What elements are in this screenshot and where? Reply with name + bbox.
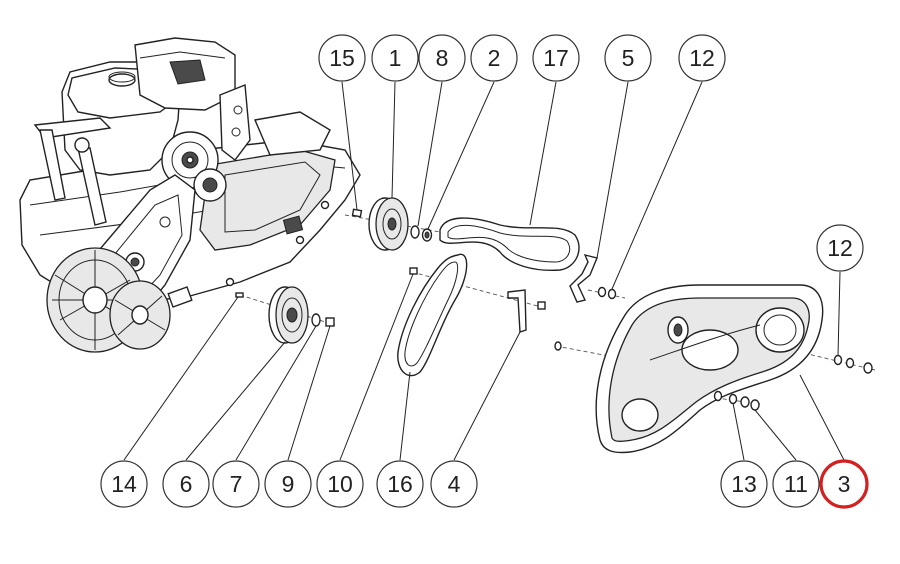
svg-text:4: 4 — [448, 471, 461, 497]
leader-lines — [123, 81, 845, 461]
part-17-upper-belt — [439, 217, 580, 272]
parts-13-11-washers — [713, 390, 760, 411]
callout-10: 10 — [316, 460, 364, 508]
parts-7-9-washer-nut — [311, 313, 335, 327]
callout-5: 5 — [604, 34, 652, 82]
svg-text:17: 17 — [543, 45, 569, 71]
part-5-belt-guide — [569, 253, 598, 303]
callout-9: 9 — [264, 460, 312, 508]
svg-text:1: 1 — [389, 45, 402, 71]
part-14-key — [235, 292, 244, 298]
part-12b-washers — [833, 354, 873, 374]
svg-text:10: 10 — [327, 471, 353, 497]
part-4-bracket — [507, 289, 546, 333]
svg-text:5: 5 — [622, 45, 635, 71]
callout-6: 6 — [162, 460, 210, 508]
callout-4: 4 — [430, 460, 478, 508]
svg-text:14: 14 — [111, 471, 137, 497]
svg-text:8: 8 — [436, 45, 449, 71]
part-16-lower-belt — [397, 253, 468, 377]
callout-17: 17 — [532, 34, 580, 82]
callout-2: 2 — [470, 34, 518, 82]
callout-1: 1 — [371, 34, 419, 82]
svg-text:12: 12 — [827, 235, 853, 261]
parts-8-2-washer-nut — [410, 225, 433, 242]
svg-text:3: 3 — [838, 471, 851, 497]
callout-15: 15 — [318, 34, 366, 82]
svg-text:12: 12 — [689, 45, 715, 71]
svg-text:11: 11 — [784, 471, 808, 497]
callout-8: 8 — [418, 34, 466, 82]
callout-11: 11 — [772, 460, 820, 508]
svg-text:16: 16 — [387, 471, 413, 497]
misc-nut — [554, 341, 562, 351]
svg-text:2: 2 — [488, 45, 501, 71]
part-15-bolt — [351, 208, 363, 218]
callout-13: 13 — [720, 460, 768, 508]
callout-16: 16 — [376, 460, 424, 508]
part-1-upper-pulley — [368, 197, 409, 251]
svg-text:6: 6 — [180, 471, 193, 497]
svg-text:7: 7 — [230, 471, 243, 497]
part-3-belt-guard — [595, 284, 824, 454]
callout-12-right: 12 — [816, 224, 864, 272]
part-6-lower-pulley — [268, 286, 309, 344]
svg-text:15: 15 — [329, 45, 355, 71]
part-10-fastener — [409, 267, 418, 275]
svg-text:9: 9 — [282, 471, 295, 497]
callout-3-highlighted: 3 — [819, 459, 869, 509]
callout-12-top: 12 — [678, 34, 726, 82]
part-12a-washers — [597, 286, 617, 300]
svg-text:13: 13 — [731, 471, 757, 497]
tiller-engine-assembly — [19, 37, 361, 353]
callout-7: 7 — [212, 460, 260, 508]
callout-14: 14 — [100, 460, 148, 508]
